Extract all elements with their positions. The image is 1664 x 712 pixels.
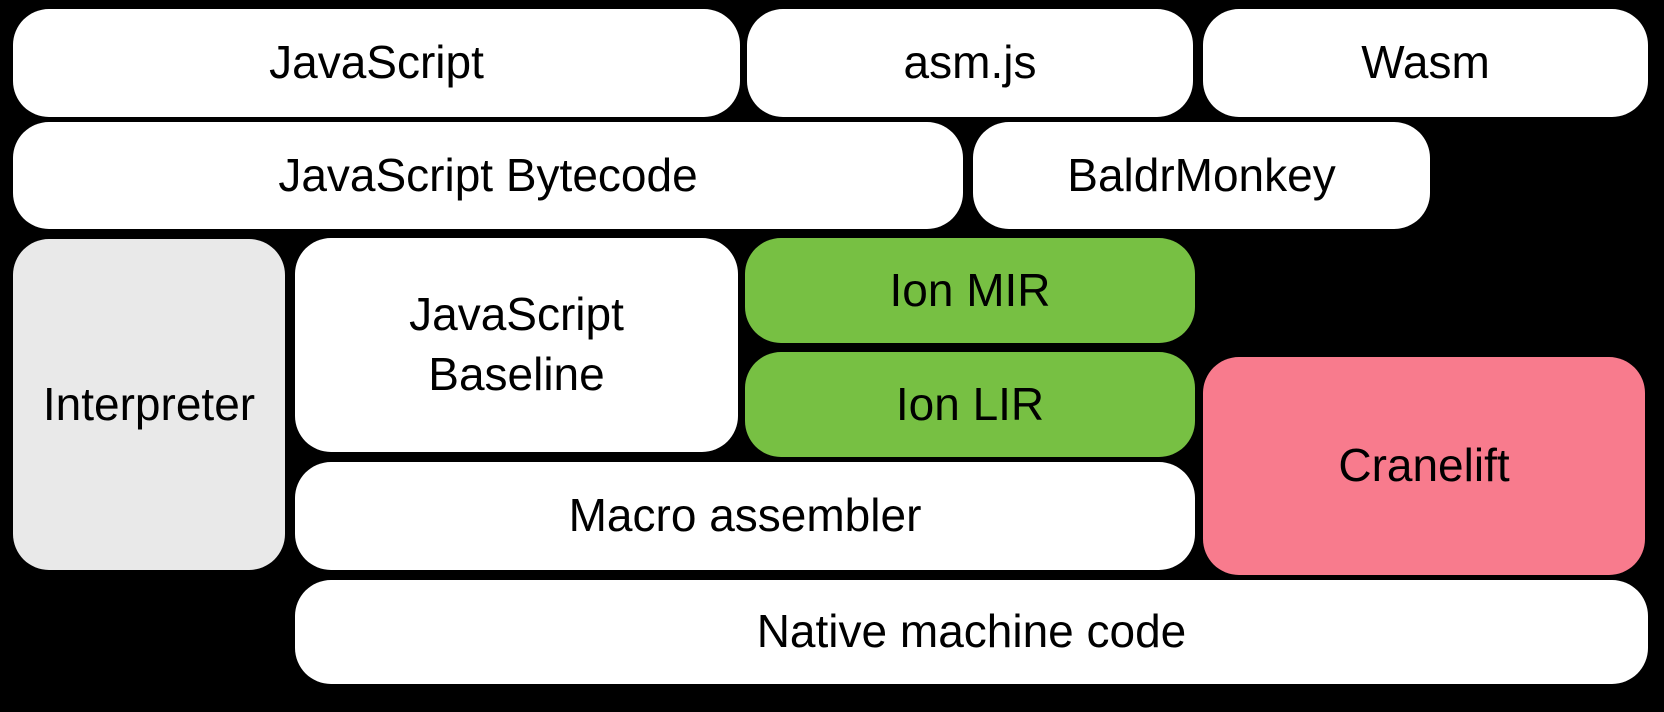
box-interpreter: Interpreter [13,239,285,570]
box-baldrmonkey: BaldrMonkey [973,122,1430,229]
box-javascript: JavaScript [13,9,740,117]
box-javascript-bytecode: JavaScript Bytecode [13,122,963,229]
box-asmjs: asm.js [747,9,1193,117]
box-javascript-baseline: JavaScript Baseline [295,238,738,452]
box-ion-lir: Ion LIR [745,352,1195,457]
box-native-machine-code: Native machine code [295,580,1648,684]
box-ion-mir: Ion MIR [745,238,1195,343]
box-cranelift: Cranelift [1203,357,1645,575]
box-macro-assembler: Macro assembler [295,462,1195,570]
box-wasm: Wasm [1203,9,1648,117]
